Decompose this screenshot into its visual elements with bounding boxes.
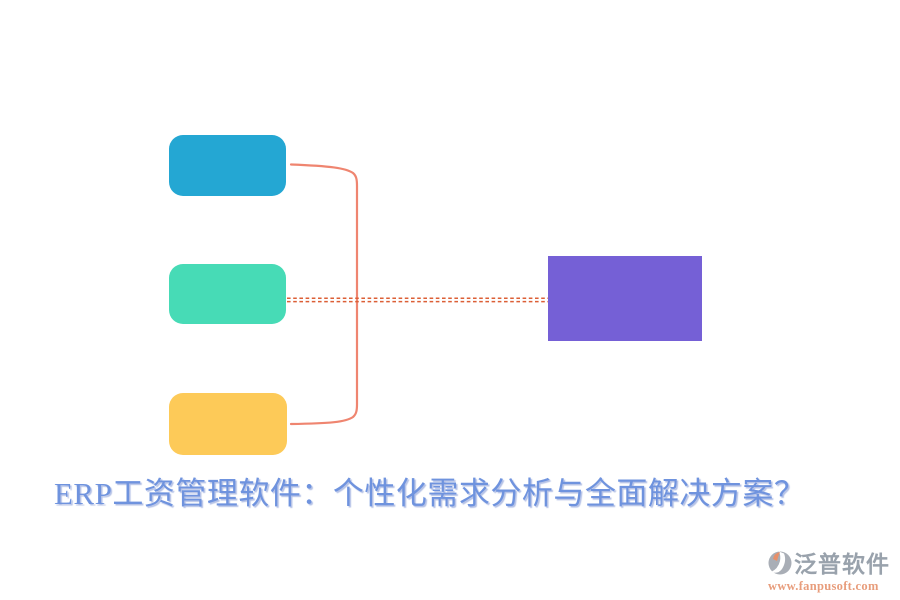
bracket-connector [289, 163, 359, 426]
node-result-purple [548, 256, 702, 341]
fanpu-logo-icon [768, 551, 792, 575]
logo-orange-wedge [773, 552, 780, 561]
node-bottom-yellow [169, 393, 287, 455]
node-middle-teal [169, 264, 286, 324]
page-title: ERP工资管理软件：个性化需求分析与全面解决方案？ [54, 476, 806, 511]
brand-name: 泛普软件 [794, 551, 890, 577]
node-top-blue [169, 135, 286, 196]
brand-url: www.fanpusoft.com [768, 579, 879, 593]
brand-watermark: 泛普软件 www.fanpusoft.com [768, 549, 898, 593]
logo-swoosh [771, 551, 786, 573]
